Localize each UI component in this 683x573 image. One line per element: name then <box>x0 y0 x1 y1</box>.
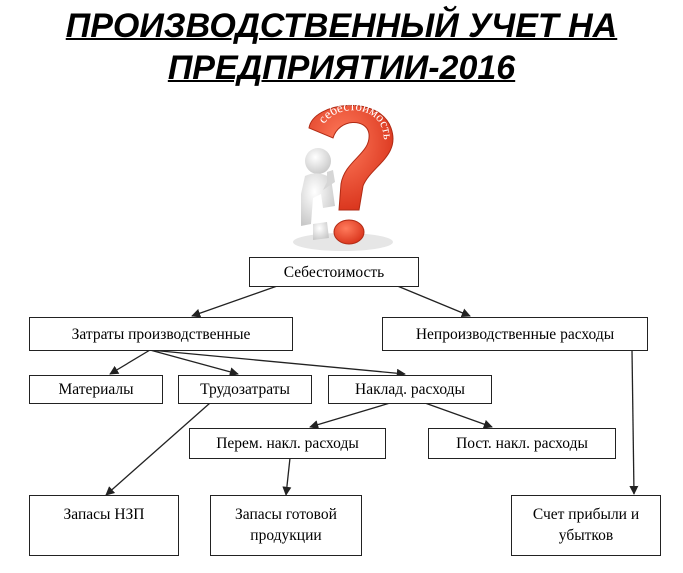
node-labor: Трудозатраты <box>178 375 312 404</box>
node-nonproduction-costs: Непроизводственные расходы <box>382 317 648 351</box>
page-title-line-1: ПРОИЗВОДСТВЕННЫЙ УЧЕТ НА <box>65 7 618 45</box>
node-variable-overhead: Перем. накл. расходы <box>189 428 386 459</box>
node-fixed-overhead: Пост. накл. расходы <box>428 428 616 459</box>
node-production-costs: Затраты производственные <box>29 317 293 351</box>
thinking-figure-question-mark-icon: себестоимость <box>293 98 396 251</box>
node-pnl: Счет прибыли и убытков <box>511 495 661 556</box>
page-title-line-2: ПРЕДПРИЯТИИ-2016 <box>167 49 516 87</box>
node-wip: Запасы НЗП <box>29 495 179 556</box>
node-cost: Себестоимость <box>249 257 419 287</box>
node-materials: Материалы <box>29 375 163 404</box>
node-finished-goods: Запасы готовой продукции <box>210 495 362 556</box>
node-overhead: Наклад. расходы <box>328 375 492 404</box>
